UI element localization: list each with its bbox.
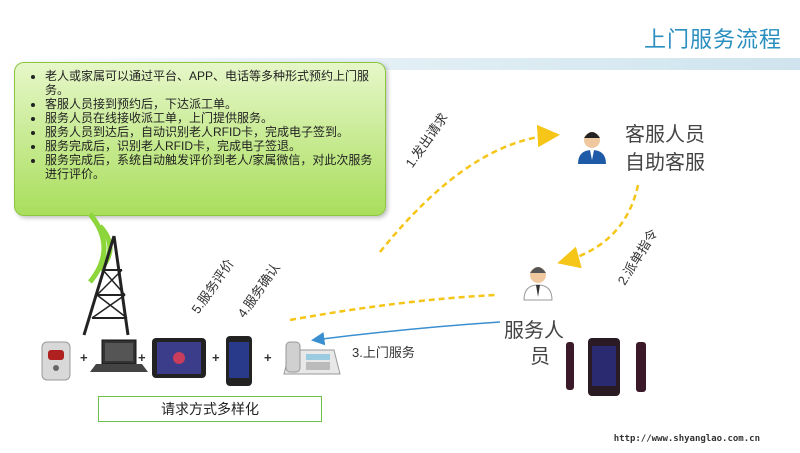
arrow-onsite <box>311 321 501 346</box>
note-item: 服务完成后，系统自动触发评价到老人/家属微信，对此次服务进行评价。 <box>45 153 377 181</box>
tablet-icon <box>152 338 206 378</box>
plus-sign: + <box>138 350 146 365</box>
service-worker-icon <box>523 267 553 301</box>
step-onsite-label: 3.上门服务 <box>352 345 415 360</box>
arrow-dispatch <box>557 184 640 269</box>
arrow-request <box>379 124 560 253</box>
arrow-evaluate <box>289 293 496 322</box>
customer-service-icon <box>578 132 606 164</box>
rfid-card-icon <box>41 341 71 381</box>
wireless-tower-icon <box>82 212 130 336</box>
worker-label-line2: 员 <box>530 346 550 368</box>
note-item: 服务人员在线接收派工单，上门提供服务。 <box>45 111 377 125</box>
process-notes-box: 老人或家属可以通过平台、APP、电话等多种形式预约上门服务。 客服人员接到预约后… <box>14 62 386 216</box>
desk-phone-icon <box>283 341 341 375</box>
worker-label-line1: 服务人 <box>504 320 564 342</box>
note-item: 服务完成后，识别老人RFID卡，完成电子签退。 <box>45 139 377 153</box>
cs-self-service-label: 自助客服 <box>625 152 705 174</box>
cs-staff-label: 客服人员 <box>625 124 705 146</box>
note-item: 客服人员接到预约后，下达派工单。 <box>45 97 377 111</box>
website-url: http://www.shyanglao.com.cn <box>613 434 760 444</box>
note-item: 老人或家属可以通过平台、APP、电话等多种形式预约上门服务。 <box>45 69 377 97</box>
plus-sign: + <box>212 350 220 365</box>
note-item: 服务人员到达后，自动识别老人RFID卡，完成电子签到。 <box>45 125 377 139</box>
worker-phones-icon <box>566 338 646 396</box>
plus-sign: + <box>264 350 272 365</box>
laptop-icon <box>90 339 148 372</box>
smartphone-icon <box>226 336 252 386</box>
page-title: 上门服务流程 <box>643 27 782 52</box>
plus-sign: + <box>80 350 88 365</box>
request-methods-box: 请求方式多样化 <box>98 396 322 422</box>
